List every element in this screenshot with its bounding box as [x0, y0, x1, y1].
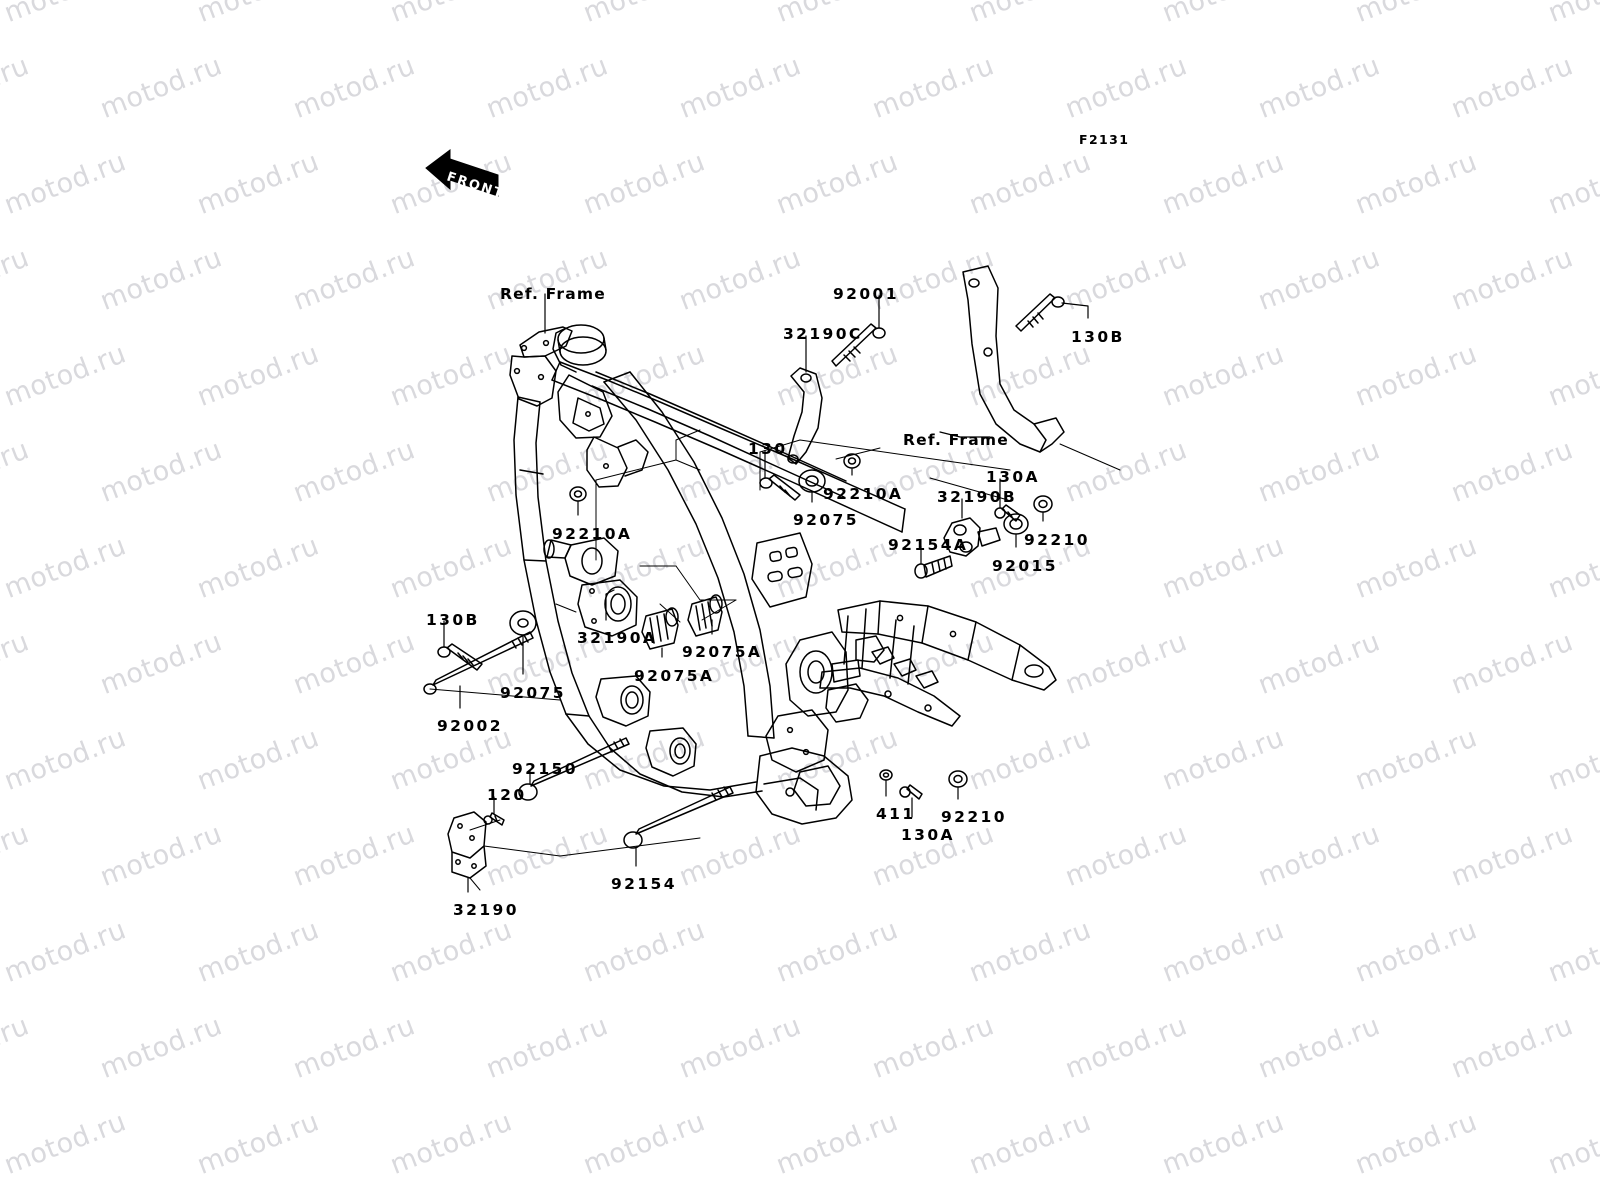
frame-down-tube	[513, 396, 590, 717]
callout-part-32190: 32190	[453, 901, 519, 919]
collar-92075A-bottom	[641, 607, 679, 650]
callout-part-411: 411	[876, 805, 916, 823]
collar-92075A-right	[687, 594, 723, 637]
bracket-32190B	[943, 517, 1001, 557]
frame-front-plates	[509, 326, 573, 407]
washer-411	[879, 769, 893, 781]
callout-part-120: 120	[487, 786, 527, 804]
bracket-32190	[447, 811, 487, 879]
fastener-130	[759, 474, 801, 501]
fastener-130A-bottom	[899, 784, 923, 800]
callout-part-92002: 92002	[437, 717, 503, 735]
engine-case-outline	[755, 747, 853, 825]
fastener-92002	[423, 631, 534, 695]
frame-lower-cradle	[565, 713, 763, 798]
bracket-32190A	[543, 537, 619, 586]
callout-part-92210-bot: 92210	[941, 808, 1007, 826]
washer-92075-left	[509, 610, 537, 636]
fastener-130B-top	[1015, 293, 1065, 332]
callout-part-92154A: 92154A	[888, 536, 969, 554]
nut-92210-right	[1033, 495, 1053, 513]
callout-part-130B-top: 130B	[1071, 328, 1125, 346]
callout-part-32190B: 32190B	[937, 488, 1018, 506]
frame-head-tube	[552, 324, 607, 373]
callout-part-92015: 92015	[992, 557, 1058, 575]
fastener-92150	[518, 737, 630, 801]
frame-engine-mount-lower	[595, 675, 651, 727]
frame-engine-mount-left	[577, 579, 638, 637]
diagram-id: F2131	[1079, 132, 1130, 147]
frame-engine-mount-bottom	[645, 727, 697, 777]
frame-upper-rail	[551, 361, 906, 533]
nut-92210-bottom	[948, 770, 968, 788]
nut-92210A-right	[843, 453, 861, 469]
washer-92075-right	[798, 469, 826, 493]
callout-part-32190C: 32190C	[783, 325, 863, 343]
callout-part-92075A-r: 92075A	[682, 643, 763, 661]
callout-ref-frame-right: Ref. Frame	[903, 431, 1009, 449]
bracket-upper-right	[962, 265, 1065, 453]
front-direction-arrow: FRONT	[425, 149, 504, 202]
callout-part-130: 130	[748, 440, 788, 458]
frame-upper-rail-2	[591, 371, 847, 498]
callout-part-130A-top: 130A	[986, 468, 1040, 486]
callout-part-32190A: 32190A	[577, 629, 658, 647]
callout-part-92210A-l: 92210A	[552, 525, 633, 543]
callout-part-130B-left: 130B	[426, 611, 480, 629]
fastener-120	[483, 812, 505, 826]
callout-part-130A-bot: 130A	[901, 826, 955, 844]
callout-part-92210-r: 92210	[1024, 531, 1090, 549]
fastener-130B-left	[437, 643, 483, 671]
bracket-32190C	[787, 367, 823, 465]
callout-part-92150: 92150	[512, 760, 578, 778]
callout-ref-frame-top: Ref. Frame	[500, 285, 606, 303]
callout-part-92210A-r: 92210A	[823, 485, 904, 503]
fastener-92154	[623, 786, 734, 849]
callout-part-92075-r: 92075	[793, 511, 859, 529]
callout-part-92001: 92001	[833, 285, 899, 303]
construction-lines	[429, 429, 1121, 891]
fastener-92154A	[914, 555, 953, 579]
frame-center-tube	[603, 371, 775, 739]
frame-neck-gusset	[557, 374, 649, 488]
callout-part-92075-l: 92075	[500, 684, 566, 702]
collar-92015	[1003, 513, 1029, 535]
rear-swingarm-assembly	[765, 600, 1057, 807]
nut-92210A-left	[569, 486, 587, 502]
callout-part-92154: 92154	[611, 875, 677, 893]
callout-part-92075A-b: 92075A	[634, 667, 715, 685]
frame-tail-plate	[751, 532, 813, 608]
leader-lines	[443, 293, 1089, 893]
